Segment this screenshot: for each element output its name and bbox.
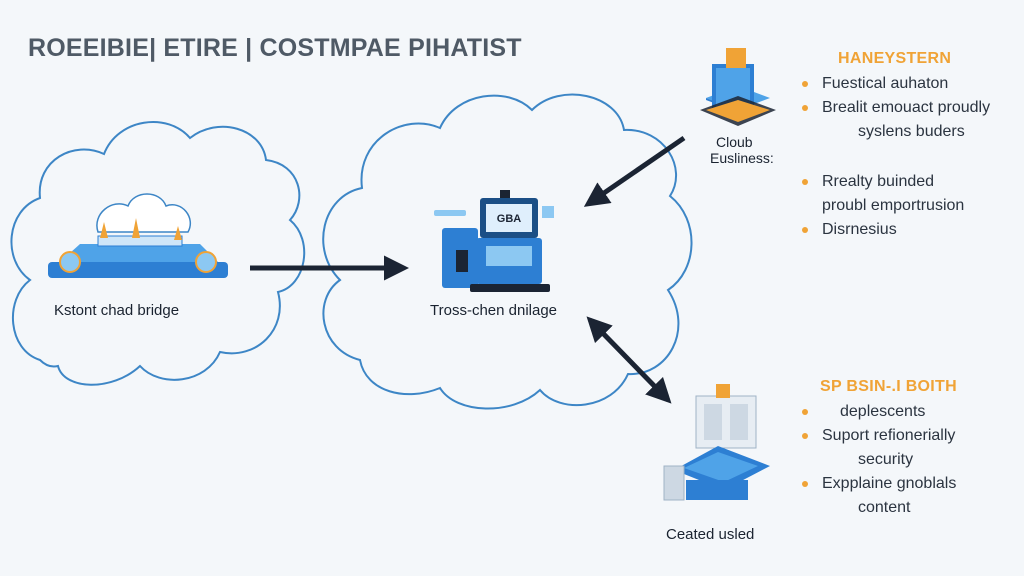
bullet-dot	[802, 433, 808, 439]
panel-top-list: Fuestical auhaton Brealit emouact proudl…	[800, 72, 990, 144]
arrow-center-bottom-bidirectional	[586, 316, 672, 404]
ship-bridge-icon	[48, 193, 228, 278]
list-item: deplescents	[800, 400, 956, 424]
page-title: ROEEIBIE| ETIRE | COSTMPAE PIHATIST	[28, 34, 522, 62]
bullet-dot	[802, 105, 808, 111]
arrow-cloud-business-to-center	[583, 135, 686, 207]
bullet-dot	[802, 409, 808, 415]
center-cloud-label: Tross-chen dnilage	[430, 302, 558, 319]
monitor-icon	[434, 190, 554, 292]
bottom-node-label: Ceated usled	[666, 526, 755, 543]
bullet-dot	[802, 481, 808, 487]
list-item: Fuestical auhaton	[800, 72, 990, 96]
panel-top-heading: HANEYSTERN	[838, 50, 952, 67]
cube-server-icon	[700, 48, 776, 126]
monitor-screen-text: GBA	[497, 213, 522, 225]
bullet-dot	[802, 81, 808, 87]
left-cloud-label: Kstont chad bridge	[54, 302, 180, 319]
bullet-dot	[802, 179, 808, 185]
left-cloud	[10, 121, 306, 386]
panel-bottom-heading: SP BSIN-.I BOITH	[820, 378, 957, 395]
list-item: Disrnesius	[800, 218, 964, 242]
cloud-business-label-line1: Cloub	[716, 134, 753, 150]
bullet-dot	[802, 227, 808, 233]
datacenter-icon	[663, 384, 770, 501]
cloud-business-label-line2: Eusliness:	[710, 150, 774, 166]
